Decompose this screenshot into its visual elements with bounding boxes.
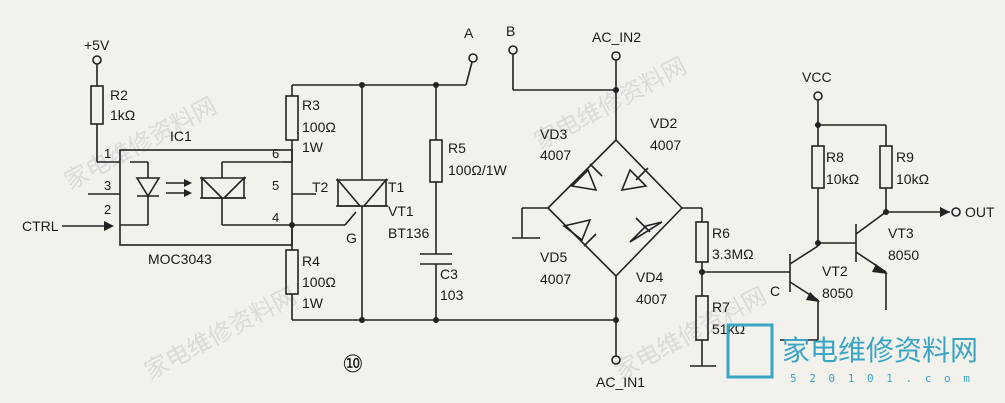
resistor-r8 bbox=[811, 145, 825, 189]
vd3-part: 4007 bbox=[540, 147, 571, 163]
diode-vd5-icon bbox=[562, 218, 592, 242]
resistor-r6 bbox=[695, 221, 709, 263]
node-label-c: C bbox=[770, 283, 780, 299]
terminal-out bbox=[951, 207, 961, 217]
vd2-ref: VD2 bbox=[650, 115, 677, 131]
vd4-ref: VD4 bbox=[636, 269, 663, 285]
light-arrow-icon bbox=[184, 179, 192, 187]
watermark-logo-text: 家电维修资料网 bbox=[782, 334, 978, 367]
pin-5: 5 bbox=[272, 178, 279, 193]
r4-power: 1W bbox=[302, 295, 324, 311]
r3-power: 1W bbox=[302, 139, 324, 155]
vt1-ref: VT1 bbox=[388, 203, 414, 219]
vt3-part: 8050 bbox=[888, 247, 919, 263]
watermark-url: 5 2 0 1 0 1 . c o m bbox=[790, 372, 973, 385]
r7-ref: R7 bbox=[712, 299, 730, 315]
vt1-t1: T1 bbox=[388, 179, 405, 195]
resistor-r9 bbox=[879, 145, 893, 189]
vd3-ref: VD3 bbox=[540, 126, 567, 142]
r2-value: 1kΩ bbox=[110, 107, 135, 123]
node-label-ctrl: CTRL bbox=[22, 218, 59, 234]
r3-ref: R3 bbox=[302, 97, 320, 113]
r2-ref: R2 bbox=[110, 87, 128, 103]
vt1-t2: T2 bbox=[312, 179, 329, 195]
r5-value: 100Ω/1W bbox=[448, 162, 508, 178]
node-label-b: B bbox=[506, 23, 515, 39]
bridge-rectifier: B AC_IN2 VD3 4007 VD2 4007 VD5 4007 VD4 … bbox=[506, 23, 703, 390]
output-section: R6 3.3MΩ R7 51kΩ C VT2 8050 VCC R8 10kΩ bbox=[690, 69, 995, 367]
node-label-ac-in1: AC_IN1 bbox=[596, 374, 645, 390]
led-icon bbox=[135, 177, 161, 198]
ic1-part: MOC3043 bbox=[148, 251, 212, 267]
vt2-ref: VT2 bbox=[822, 263, 848, 279]
vt2-part: 8050 bbox=[822, 285, 853, 301]
watermark-text-3: 家电维修资料网 bbox=[140, 282, 301, 386]
figure-number: ⑩ bbox=[342, 350, 364, 378]
vd5-part: 4007 bbox=[540, 271, 571, 287]
terminal-b bbox=[508, 45, 518, 55]
node-label-a: A bbox=[464, 25, 474, 41]
pin-2: 2 bbox=[104, 202, 111, 217]
vt1-gate: G bbox=[346, 230, 357, 246]
r9-value: 10kΩ bbox=[896, 171, 929, 187]
diode-vd3-icon bbox=[570, 168, 598, 192]
r6-value: 3.3MΩ bbox=[712, 246, 754, 262]
diode-vd4-icon bbox=[629, 221, 663, 243]
r3-value: 100Ω bbox=[302, 119, 336, 135]
resistor-r2 bbox=[90, 85, 104, 125]
r8-value: 10kΩ bbox=[826, 171, 859, 187]
r6-ref: R6 bbox=[712, 225, 730, 241]
r9-ref: R9 bbox=[896, 149, 914, 165]
c3-value: 103 bbox=[440, 287, 464, 303]
watermark-text-4: 家电维修资料网 bbox=[610, 282, 771, 386]
pin-4: 4 bbox=[272, 210, 279, 225]
node-label-plus5v: +5V bbox=[84, 37, 110, 53]
ctrl-arrow-icon bbox=[104, 221, 114, 231]
input-section: +5V R2 1kΩ IC1 MOC3043 1 2 3 4 5 6 bbox=[22, 37, 316, 267]
node-label-vcc: VCC bbox=[802, 69, 832, 85]
resistor-r5 bbox=[429, 139, 443, 183]
c3-ref: C3 bbox=[440, 266, 458, 282]
terminal-a bbox=[468, 53, 478, 63]
r4-ref: R4 bbox=[302, 253, 320, 269]
vt3-emitter-arrow-icon bbox=[872, 264, 888, 274]
resistor-r3 bbox=[285, 95, 299, 141]
pin-6: 6 bbox=[272, 146, 279, 161]
triac-vt1-icon bbox=[337, 177, 362, 207]
triac-section: R3 100Ω 1W R4 100Ω 1W T2 T1 VT1 BT136 G … bbox=[285, 25, 616, 323]
node-label-ac-in2: AC_IN2 bbox=[592, 29, 641, 45]
ic1-name: IC1 bbox=[170, 128, 192, 144]
vd5-ref: VD5 bbox=[540, 249, 567, 265]
vt2-emitter-arrow-icon bbox=[806, 292, 820, 302]
terminal-ac-in1 bbox=[611, 355, 621, 365]
watermark-text-1: 家电维修资料网 bbox=[60, 92, 221, 196]
terminal-vcc bbox=[813, 91, 823, 101]
vt3-ref: VT3 bbox=[888, 225, 914, 241]
terminal-ac-in2 bbox=[611, 51, 621, 61]
vd4-part: 4007 bbox=[636, 291, 667, 307]
node-label-out: OUT bbox=[965, 204, 995, 220]
r5-ref: R5 bbox=[448, 140, 466, 156]
vt1-part: BT136 bbox=[388, 225, 429, 241]
vd2-part: 4007 bbox=[650, 137, 681, 153]
r8-ref: R8 bbox=[826, 149, 844, 165]
pin-3: 3 bbox=[104, 178, 111, 193]
watermark-logo: 家电维修资料网 5 2 0 1 0 1 . c o m bbox=[726, 323, 978, 385]
terminal-plus5v bbox=[92, 55, 102, 65]
out-arrow-icon bbox=[940, 207, 950, 217]
pin-1: 1 bbox=[104, 146, 111, 161]
optocoupler-ic1 bbox=[119, 149, 293, 246]
light-arrow-icon-2 bbox=[184, 189, 192, 197]
opto-triac-icon bbox=[201, 176, 224, 199]
r4-value: 100Ω bbox=[302, 274, 336, 290]
watermark-background: 家电维修资料网 家电维修资料网 家电维修资料网 家电维修资料网 bbox=[60, 52, 771, 386]
